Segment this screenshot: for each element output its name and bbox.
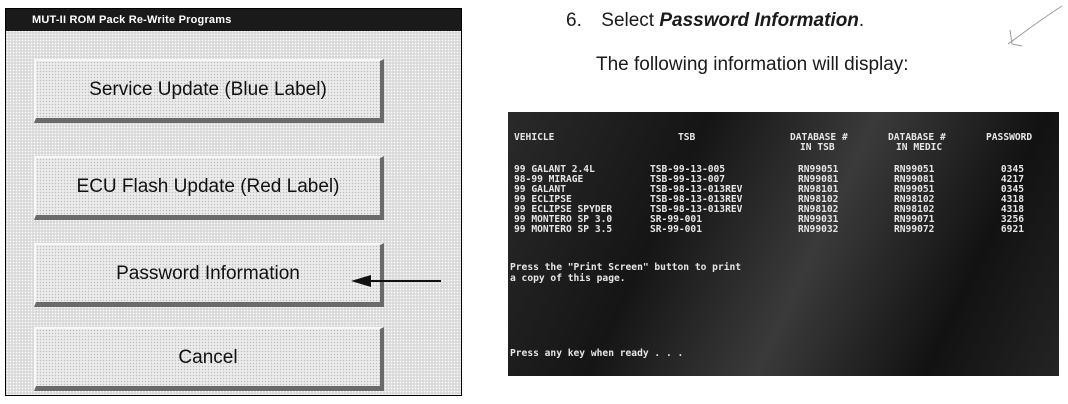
row-db-tsb: RN99051 bbox=[798, 164, 839, 175]
row-vehicle: 99 GALANT 2.4L bbox=[514, 164, 595, 175]
table-row: 99 GALANT 2.4L TSB-99-13-005 RN99051 RN9… bbox=[508, 164, 1059, 175]
step-number: 6. bbox=[566, 10, 582, 31]
table-row: 99 ECLIPSE TSB-98-13-013REV RN98102 RN98… bbox=[508, 194, 1059, 205]
following-info-text: The following information will display: bbox=[596, 54, 909, 75]
row-tsb: SR-99-001 bbox=[650, 214, 702, 225]
service-update-label: Service Update (Blue Label) bbox=[89, 78, 327, 100]
row-password: 4318 bbox=[1000, 194, 1024, 205]
ecu-flash-update-label: ECU Flash Update (Red Label) bbox=[76, 175, 340, 197]
password-information-label: Password Information bbox=[116, 262, 300, 284]
row-tsb: TSB-99-13-007 bbox=[650, 174, 726, 185]
row-db-tsb: RN99032 bbox=[798, 224, 839, 235]
row-vehicle: 99 ECLIPSE SPYDER bbox=[514, 204, 613, 215]
row-tsb: TSB-98-13-013REV bbox=[650, 184, 743, 195]
row-vehicle: 98-99 MIRAGE bbox=[514, 174, 584, 185]
header-db-tsb-2: IN TSB bbox=[800, 142, 835, 153]
row-tsb: TSB-99-13-005 bbox=[650, 164, 726, 175]
cancel-button[interactable]: Cancel bbox=[34, 327, 384, 391]
row-password: 0345 bbox=[1000, 184, 1024, 195]
header-db-medic-1: DATABASE # bbox=[888, 132, 946, 143]
row-password: 3256 bbox=[1000, 214, 1024, 225]
row-password: 4217 bbox=[1000, 174, 1024, 185]
row-vehicle: 99 MONTERO SP 3.5 bbox=[514, 224, 613, 235]
row-db-tsb: RN98101 bbox=[798, 184, 839, 195]
table-row: 99 MONTERO SP 3.0 SR-99-001 RN99031 RN99… bbox=[508, 214, 1059, 225]
print-instruction-line2: a copy of this page. bbox=[510, 273, 626, 284]
row-password: 4318 bbox=[1000, 204, 1024, 215]
header-password: PASSWORD bbox=[986, 132, 1033, 143]
table-row: 99 ECLIPSE SPYDER TSB-98-13-013REV RN981… bbox=[508, 204, 1059, 215]
service-update-button[interactable]: Service Update (Blue Label) bbox=[34, 59, 384, 123]
row-tsb: TSB-98-13-013REV bbox=[650, 194, 743, 205]
header-tsb: TSB bbox=[678, 132, 696, 143]
table-row: 98-99 MIRAGE TSB-99-13-007 RN99081 RN990… bbox=[508, 174, 1059, 185]
row-vehicle: 99 GALANT bbox=[514, 184, 566, 195]
pen-mark-icon bbox=[1007, 5, 1063, 47]
step-suffix: . bbox=[858, 10, 865, 31]
dialog-title: MUT-II ROM Pack Re-Write Programs bbox=[6, 9, 461, 31]
ecu-flash-update-button[interactable]: ECU Flash Update (Red Label) bbox=[34, 156, 384, 220]
row-db-medic: RN99051 bbox=[894, 164, 935, 175]
password-information-button[interactable]: Password Information bbox=[34, 243, 384, 307]
row-password: 0345 bbox=[1000, 164, 1024, 175]
step-emphasis: Password Information bbox=[659, 10, 859, 31]
row-db-medic: RN99081 bbox=[894, 174, 935, 185]
row-vehicle: 99 ECLIPSE bbox=[514, 194, 572, 205]
step-instruction: 6. Select Password Information. bbox=[566, 10, 864, 32]
header-db-tsb-1: DATABASE # bbox=[790, 132, 848, 143]
table-row: 99 MONTERO SP 3.5 SR-99-001 RN99032 RN99… bbox=[508, 224, 1059, 235]
row-db-tsb: RN99031 bbox=[798, 214, 839, 225]
cancel-label: Cancel bbox=[178, 346, 238, 368]
step-prefix: Select bbox=[601, 10, 655, 31]
header-vehicle: VEHICLE bbox=[514, 132, 555, 143]
row-password: 6921 bbox=[1000, 224, 1024, 235]
row-db-medic: RN98102 bbox=[894, 194, 935, 205]
row-db-medic: RN98102 bbox=[894, 204, 935, 215]
row-db-tsb: RN98102 bbox=[798, 194, 839, 205]
arrow-left-icon bbox=[351, 275, 441, 287]
print-instruction-line1: Press the "Print Screen" button to print bbox=[510, 262, 742, 273]
row-db-medic: RN99072 bbox=[894, 224, 935, 235]
row-tsb: TSB-98-13-013REV bbox=[650, 204, 743, 215]
row-tsb: SR-99-001 bbox=[650, 224, 702, 235]
row-db-medic: RN99051 bbox=[894, 184, 935, 195]
rom-pack-dialog: MUT-II ROM Pack Re-Write Programs Servic… bbox=[5, 8, 462, 396]
row-vehicle: 99 MONTERO SP 3.0 bbox=[514, 214, 613, 225]
table-row: 99 GALANT TSB-98-13-013REV RN98101 RN990… bbox=[508, 184, 1059, 195]
press-any-key-text: Press any key when ready . . . bbox=[510, 348, 684, 359]
row-db-medic: RN99071 bbox=[894, 214, 935, 225]
row-db-tsb: RN99081 bbox=[798, 174, 839, 185]
header-db-medic-2: IN MEDIC bbox=[896, 142, 943, 153]
row-db-tsb: RN98102 bbox=[798, 204, 839, 215]
password-screen: VEHICLE TSB DATABASE # IN TSB DATABASE #… bbox=[508, 112, 1059, 376]
